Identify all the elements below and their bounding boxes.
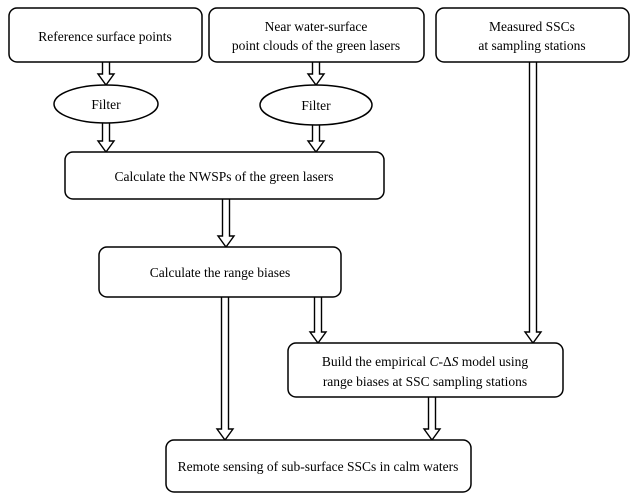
node-build-empirical-model-line2: range biases at SSC sampling stations (323, 374, 527, 389)
node-calculate-range-biases-label: Calculate the range biases (150, 265, 291, 280)
node-reference-surface-points-label: Reference surface points (38, 29, 171, 44)
arrow-filter-to-nwsps-right (306, 125, 326, 154)
model-line1-suffix: model using (458, 354, 528, 369)
arrow-filter-to-nwsps-left (96, 123, 116, 154)
node-calculate-nwsps-label: Calculate the NWSPs of the green lasers (115, 169, 334, 184)
node-measured-sscs-line2: at sampling stations (478, 38, 585, 53)
node-measured-sscs: Measured SSCs at sampling stations (435, 7, 630, 63)
arrow-ref-to-filter (96, 62, 116, 87)
model-line1-italic-c: C (429, 354, 439, 369)
node-filter-right-label: Filter (301, 98, 331, 113)
node-filter-left: Filter (53, 84, 159, 124)
node-filter-right: Filter (259, 84, 373, 126)
node-reference-surface-points: Reference surface points (8, 7, 203, 63)
node-remote-sensing-label: Remote sensing of sub-surface SSCs in ca… (178, 459, 459, 474)
arrow-model-to-remote (422, 397, 442, 442)
node-calculate-range-biases: Calculate the range biases (98, 246, 342, 298)
node-near-water-surface-clouds-line2: point clouds of the green lasers (232, 38, 400, 53)
node-calculate-nwsps: Calculate the NWSPs of the green lasers (64, 151, 385, 200)
node-build-empirical-model: Build the empirical C-ΔS model using ran… (287, 342, 564, 398)
arrow-range-to-remote (215, 297, 235, 442)
node-filter-left-label: Filter (91, 97, 121, 112)
node-near-water-surface-clouds: Near water-surface point clouds of the g… (208, 7, 425, 63)
model-line1-italic-s: S (452, 354, 459, 369)
arrow-measured-to-model (523, 62, 543, 345)
model-line1-dash: -Δ (438, 354, 451, 369)
node-measured-sscs-line1: Measured SSCs (489, 19, 575, 34)
model-line1-prefix: Build the empirical (322, 354, 430, 369)
arrow-range-to-model (308, 297, 328, 345)
node-near-water-surface-clouds-line1: Near water-surface (265, 19, 368, 34)
node-remote-sensing: Remote sensing of sub-surface SSCs in ca… (165, 439, 472, 493)
node-build-empirical-model-line1: Build the empirical C-ΔS model using (322, 354, 529, 369)
arrow-nwsps-to-range (216, 199, 236, 249)
arrow-clouds-to-filter (306, 62, 326, 87)
